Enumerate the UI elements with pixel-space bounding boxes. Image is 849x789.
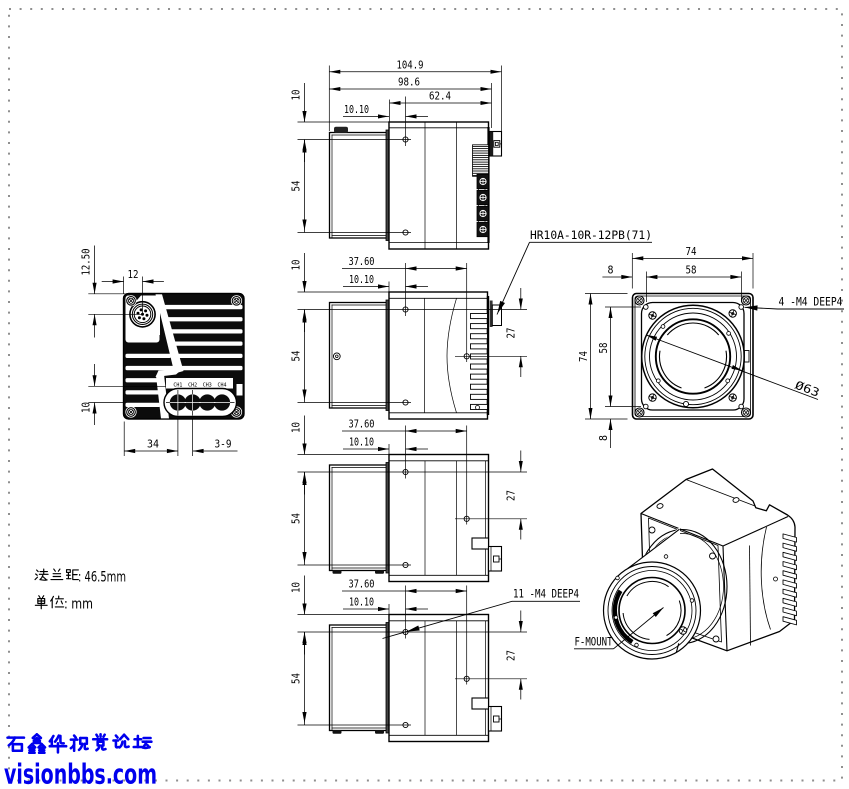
connector-callout: HR10A-10R-12PB(71) <box>496 229 652 315</box>
front-view: Ø63 74 8 58 74 58 8 4 -M4 DEEP4 <box>578 246 844 448</box>
dim-io-y: 10 <box>81 402 93 413</box>
dim-body-length: 98.6 <box>398 77 420 89</box>
dim-grid-h: 58 <box>598 343 610 354</box>
dim-edge-x: 8 <box>608 264 614 276</box>
connector-label: HR10A-10R-12PB(71) <box>530 229 652 242</box>
dim-rear-length: 62.4 <box>429 91 451 103</box>
dim-front-width: 74 <box>686 246 697 258</box>
notes: 法兰距: 46.5mm : 46.5mm 单位: mm : mm <box>34 568 126 613</box>
dim-connector-x: 12 <box>128 269 139 281</box>
f-mount-label: F-MOUNT <box>575 634 613 648</box>
side-mount-holes-label: 11 -M4 DEEP4 <box>513 588 579 601</box>
dim-grid-w: 58 <box>686 264 697 276</box>
channel-label: CH2 <box>188 383 197 389</box>
dim-hole-offset-a: 10.10 <box>344 104 369 116</box>
rear-view: CH1 CH2 CH3 CH4 12.50 12 10 34 3-9 <box>81 245 245 456</box>
top-side-view: 104.9 98.6 62.4 10.10 10 54 <box>291 59 503 250</box>
dim-top-offset-a: 10 <box>291 90 303 101</box>
channel-label: CH3 <box>203 383 212 389</box>
dim-hole-offset: 10.10 <box>349 274 374 286</box>
flange-distance-value: : 46.5mm <box>78 570 126 586</box>
dim-edge-y: 8 <box>598 435 610 441</box>
dim-rear-hole: 27 <box>506 328 518 339</box>
dim-front-height: 74 <box>578 351 590 362</box>
lens-barrel <box>328 126 390 241</box>
site-url: visionbbs.com <box>4 759 157 789</box>
dim-top-offset: 10 <box>291 260 303 271</box>
unit-value: : mm <box>64 597 93 613</box>
channel-label: CH1 <box>173 383 182 389</box>
side-mount-holes-callout: 11 -M4 DEEP4 <box>382 588 580 639</box>
watermark: 石鑫华视觉论坛 visionbbs.com <box>4 733 157 789</box>
front-mount-holes-label: 4 -M4 DEEP4 <box>779 296 843 309</box>
lens-barrel <box>328 299 390 411</box>
right-side-view: 10 54 37.60 10.10 27 <box>291 253 527 420</box>
dim-hole-spacing: 54 <box>291 351 303 362</box>
dim-io-pitch: 3-9 <box>215 438 232 450</box>
dim-connector-y: 12.50 <box>81 249 93 276</box>
dim-hole-spacing-a: 54 <box>291 181 303 192</box>
dim-io-x: 34 <box>147 438 159 450</box>
dim-hole-span: 37.60 <box>349 256 375 268</box>
dim-total-length: 104.9 <box>397 59 424 71</box>
channel-label: CH4 <box>218 383 227 389</box>
isometric-view: F-MOUNT <box>574 468 797 660</box>
